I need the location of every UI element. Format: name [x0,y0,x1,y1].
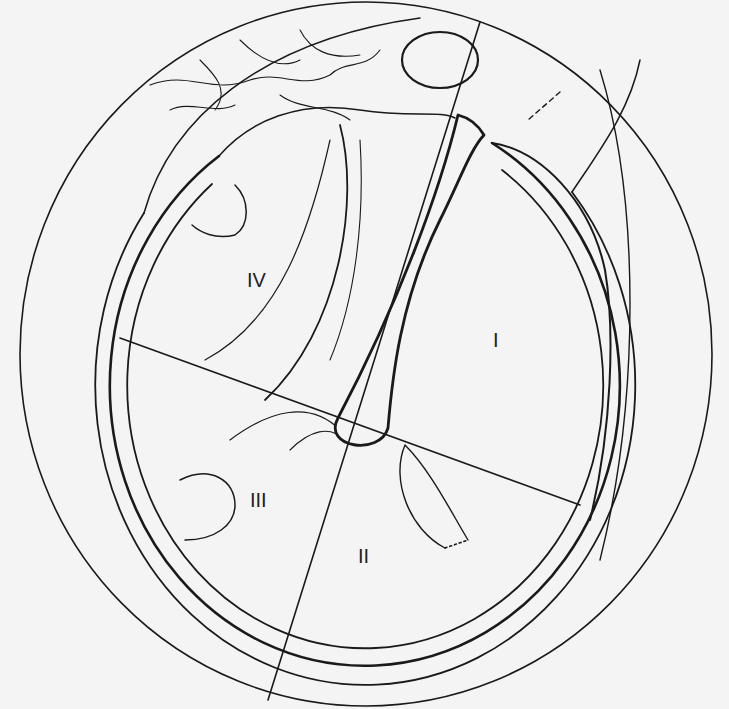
posterior-fold [219,107,455,156]
small-arc [180,474,235,540]
fold-curve [330,140,361,360]
quadrant-number: IV [247,270,266,290]
cone-of-light-edge [445,540,468,548]
fold-line [572,60,640,192]
quadrant-line [120,338,580,505]
fold-curve [265,125,347,400]
blood-vessels [150,30,380,120]
quadrant-line [268,22,480,700]
fold-curve [205,140,330,360]
quadrant-number: III [250,490,267,510]
fold-line [600,70,630,560]
fold-line [144,18,420,213]
fold-curve [230,412,340,440]
fold-line [492,143,610,520]
process-loop [402,32,478,88]
cone-of-light [400,445,468,548]
quadrant-number: I [493,330,499,350]
quadrant-number: II [358,546,369,566]
view-circle [20,2,712,706]
dashed-pointer [528,92,560,120]
small-arc [192,185,246,237]
malleus-handle [335,115,484,445]
